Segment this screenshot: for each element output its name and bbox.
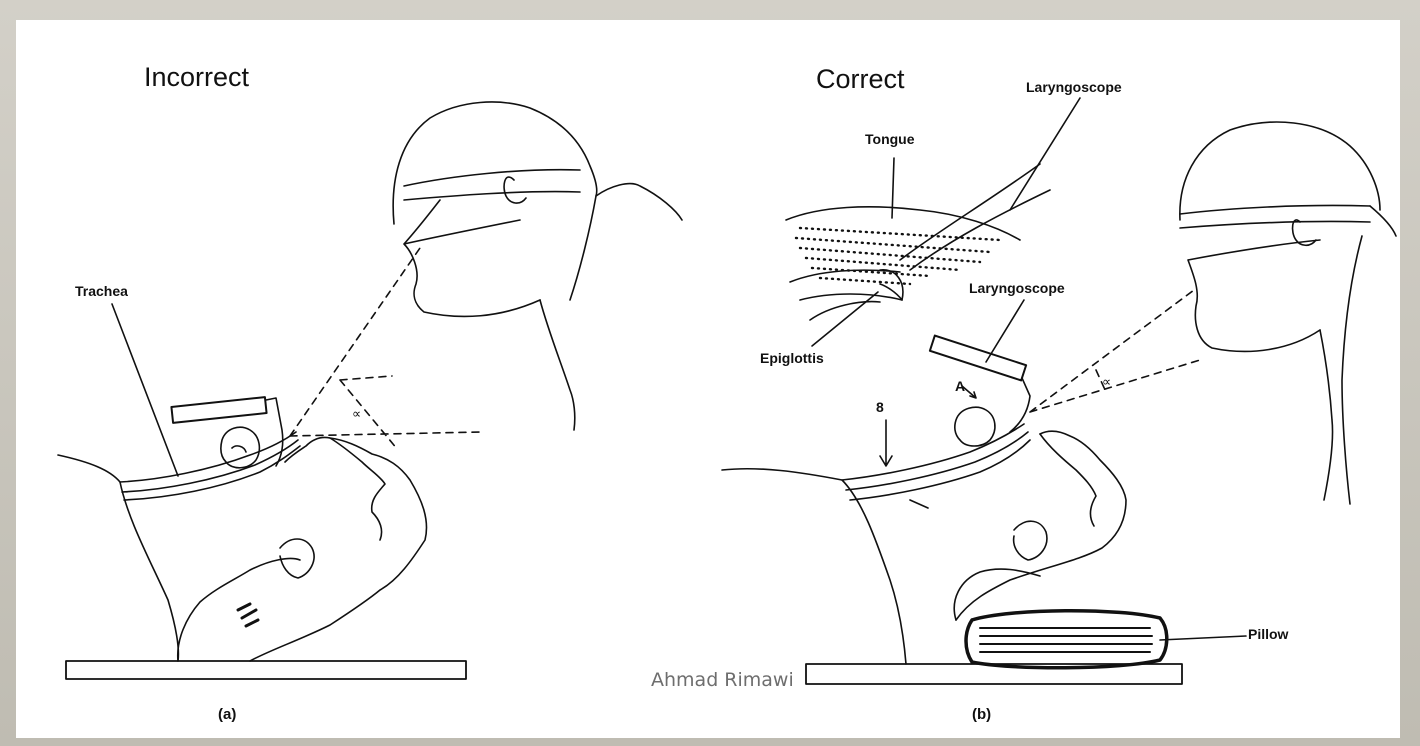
trachea-leader-line xyxy=(112,304,178,476)
pillow-shape xyxy=(966,611,1167,668)
mouth-structures-a xyxy=(221,427,260,468)
panel-correct-drawing: ∝ xyxy=(722,98,1396,684)
epiglottis-leader-line xyxy=(812,292,878,346)
laryngoscope-mid-leader-line xyxy=(986,300,1024,362)
laryngoscope-a xyxy=(171,397,266,423)
epiglottis-label: Epiglottis xyxy=(760,350,824,366)
panel-correct-title: Correct xyxy=(816,64,905,95)
table-surface-a xyxy=(66,661,466,679)
panel-incorrect-drawing: ∝ xyxy=(58,102,682,679)
angle-symbol-a: ∝ xyxy=(352,406,361,421)
doctor-cap-band-a xyxy=(404,170,580,200)
doctor-body-a xyxy=(540,184,682,430)
arrow-inner xyxy=(910,500,928,508)
hair-shading-a xyxy=(238,604,258,626)
trachea-lines-b xyxy=(842,424,1030,500)
patient-ear-b xyxy=(1014,521,1047,560)
doctor-cap-band-b xyxy=(1180,205,1370,228)
angle-symbol-b: ∝ xyxy=(1102,374,1111,389)
scope-blade-inset xyxy=(900,164,1050,270)
marker-a-label: A xyxy=(955,378,965,394)
arrow-8 xyxy=(880,420,892,466)
laryngoscope-mid-label: Laryngoscope xyxy=(969,280,1065,296)
trachea-label: Trachea xyxy=(75,283,128,299)
sightline-a xyxy=(290,248,480,450)
tongue-label: Tongue xyxy=(865,131,915,147)
pillow-stripes xyxy=(980,628,1152,652)
panel-incorrect-title: Incorrect xyxy=(144,62,249,93)
pillow-label: Pillow xyxy=(1248,626,1288,642)
author-credit: Ahmad Rimawi xyxy=(651,669,794,691)
laryngoscope-b xyxy=(930,336,1026,381)
doctor-ear-a xyxy=(504,177,526,203)
laryngoscope-blade-b xyxy=(1010,378,1030,432)
pillow-leader-line xyxy=(1160,636,1246,640)
patient-face-a xyxy=(330,438,385,540)
laryngoscope-top-label: Laryngoscope xyxy=(1026,79,1122,95)
doctor-mask-b xyxy=(1188,240,1320,351)
trachea-lines-a xyxy=(120,432,300,500)
doctor-mask-a xyxy=(404,200,540,316)
mouth-structures-b xyxy=(955,407,995,446)
doctor-body-b xyxy=(1320,206,1396,504)
panel-b-caption: (b) xyxy=(972,706,991,723)
marker-b-label: 8 xyxy=(876,399,884,415)
tongue-leader-line xyxy=(892,158,894,218)
sightline-b xyxy=(1030,290,1200,412)
panel-a-caption: (a) xyxy=(218,706,236,723)
doctor-head-a xyxy=(393,102,597,224)
